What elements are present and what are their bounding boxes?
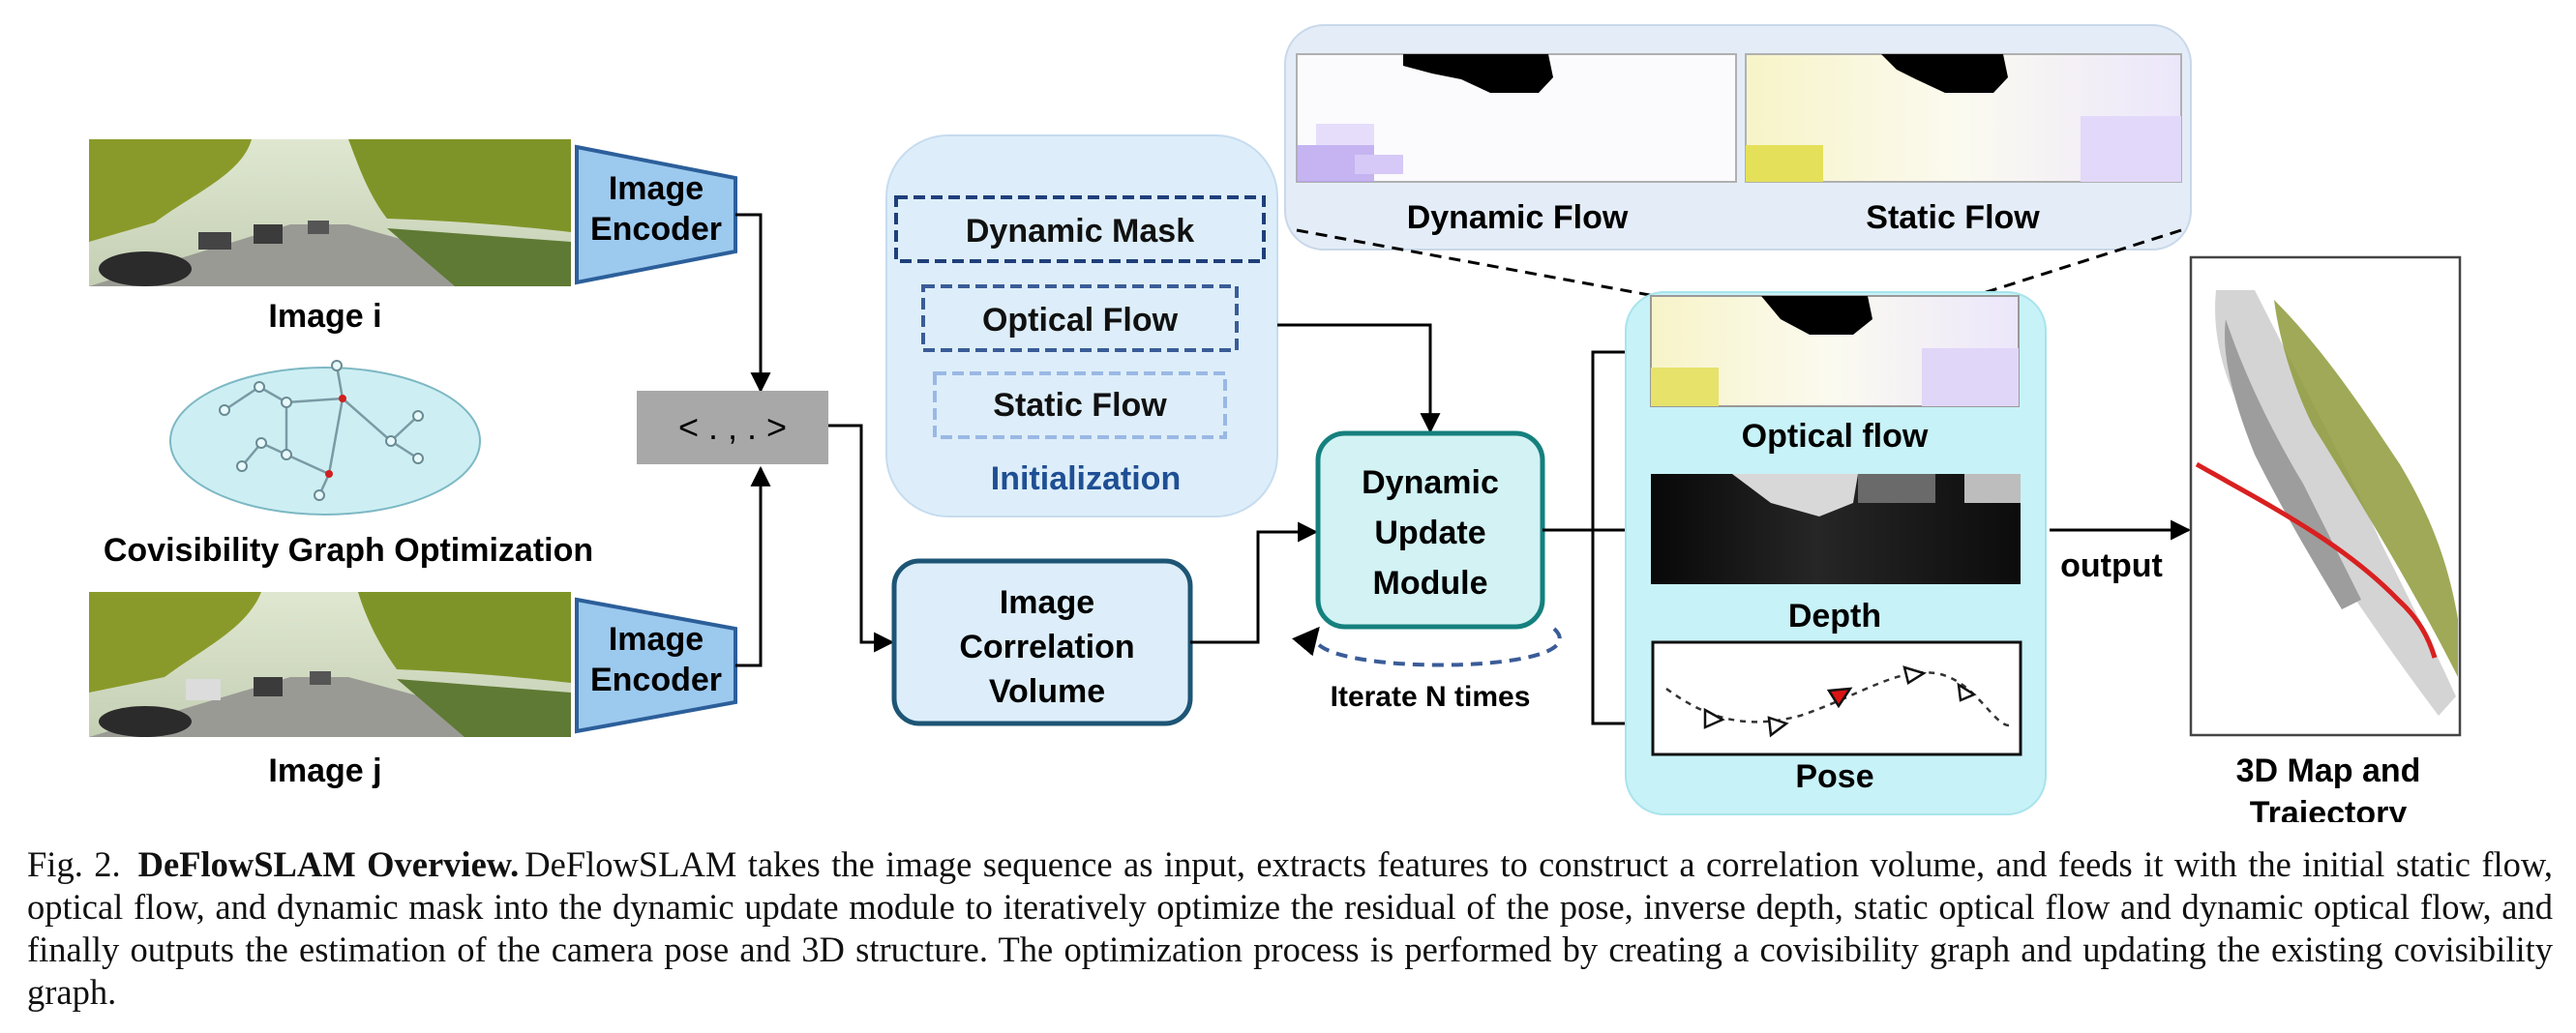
correlation-volume-box: Image Correlation Volume (891, 558, 1193, 726)
covisibility-label: Covisibility Graph Optimization (104, 532, 593, 569)
out-optical-flow-label: Optical flow (1742, 418, 1929, 455)
dynamic-flow-thumb-label: Dynamic Flow (1407, 199, 1629, 236)
inner-product-box: < . , . > (637, 391, 828, 464)
iterate-label: Iterate N times (1331, 681, 1531, 713)
dynamic-mask-label: Dynamic Mask (966, 213, 1194, 250)
inner-product-label: < . , . > (678, 407, 787, 447)
iterate-loop (1292, 626, 1562, 667)
correlation-line1: Image (1000, 584, 1094, 621)
flow-thumbnails-panel: Dynamic Flow Static Flow (1284, 24, 2192, 251)
encoder-arrows (735, 213, 771, 667)
update-line2: Update (1374, 515, 1485, 551)
arrow-to-correlation (828, 424, 895, 653)
encoder-top-line1: Image (609, 170, 704, 207)
architecture-diagram: Image i Image Encoder (89, 24, 2462, 822)
initialization-label: Initialization (991, 460, 1181, 497)
image-encoder-bottom: Image Encoder (575, 597, 737, 734)
figure-caption: Fig. 2. DeFlowSLAM Overview.DeFlowSLAM ta… (27, 843, 2553, 1014)
out-pose-label: Pose (1795, 758, 1873, 795)
caption-fig-number: Fig. 2. (27, 844, 121, 884)
encoder-bottom-line1: Image (609, 621, 704, 658)
dynamic-update-module: Dynamic Update Module (1315, 430, 1545, 630)
pose-output (1651, 640, 2022, 756)
correlation-line2: Correlation (959, 629, 1134, 665)
encoder-top-line2: Encoder (590, 211, 722, 248)
arrow-init-to-update (1277, 323, 1441, 434)
optical-flow-output (1650, 295, 2020, 407)
map-line2: Trajectory (2250, 795, 2408, 822)
optical-flow-label: Optical Flow (982, 302, 1179, 339)
output-panel: Optical flow Depth Pose (1625, 291, 2047, 815)
update-line1: Dynamic (1362, 464, 1499, 501)
update-line3: Module (1373, 565, 1488, 602)
encoder-bottom-line2: Encoder (590, 662, 722, 698)
image-i (89, 139, 571, 286)
image-encoder-top: Image Encoder (575, 144, 737, 285)
arrow-correlation-to-update (1190, 521, 1319, 644)
static-flow-label: Static Flow (993, 387, 1167, 424)
depth-output (1651, 474, 2021, 584)
zoom-lines (1296, 228, 2182, 298)
output-label: output (2060, 547, 2163, 584)
correlation-line3: Volume (989, 673, 1105, 710)
initialization-panel: Dynamic Mask Optical Flow Static Flow In… (885, 134, 1278, 517)
3d-map-trajectory (2189, 255, 2462, 737)
covisibility-graph (169, 360, 481, 516)
caption-text: DeFlowSLAM takes the image sequence as i… (27, 844, 2553, 1012)
image-j-label: Image j (268, 753, 381, 789)
out-depth-label: Depth (1788, 598, 1881, 635)
image-j (89, 592, 571, 737)
image-i-label: Image i (268, 298, 381, 335)
dynamic-flow-thumbnail (1296, 53, 1737, 183)
static-flow-thumb-label: Static Flow (1866, 199, 2040, 236)
map-line1: 3D Map and (2236, 753, 2421, 789)
static-flow-thumbnail (1745, 53, 2182, 183)
caption-title: DeFlowSLAM Overview. (137, 844, 520, 884)
